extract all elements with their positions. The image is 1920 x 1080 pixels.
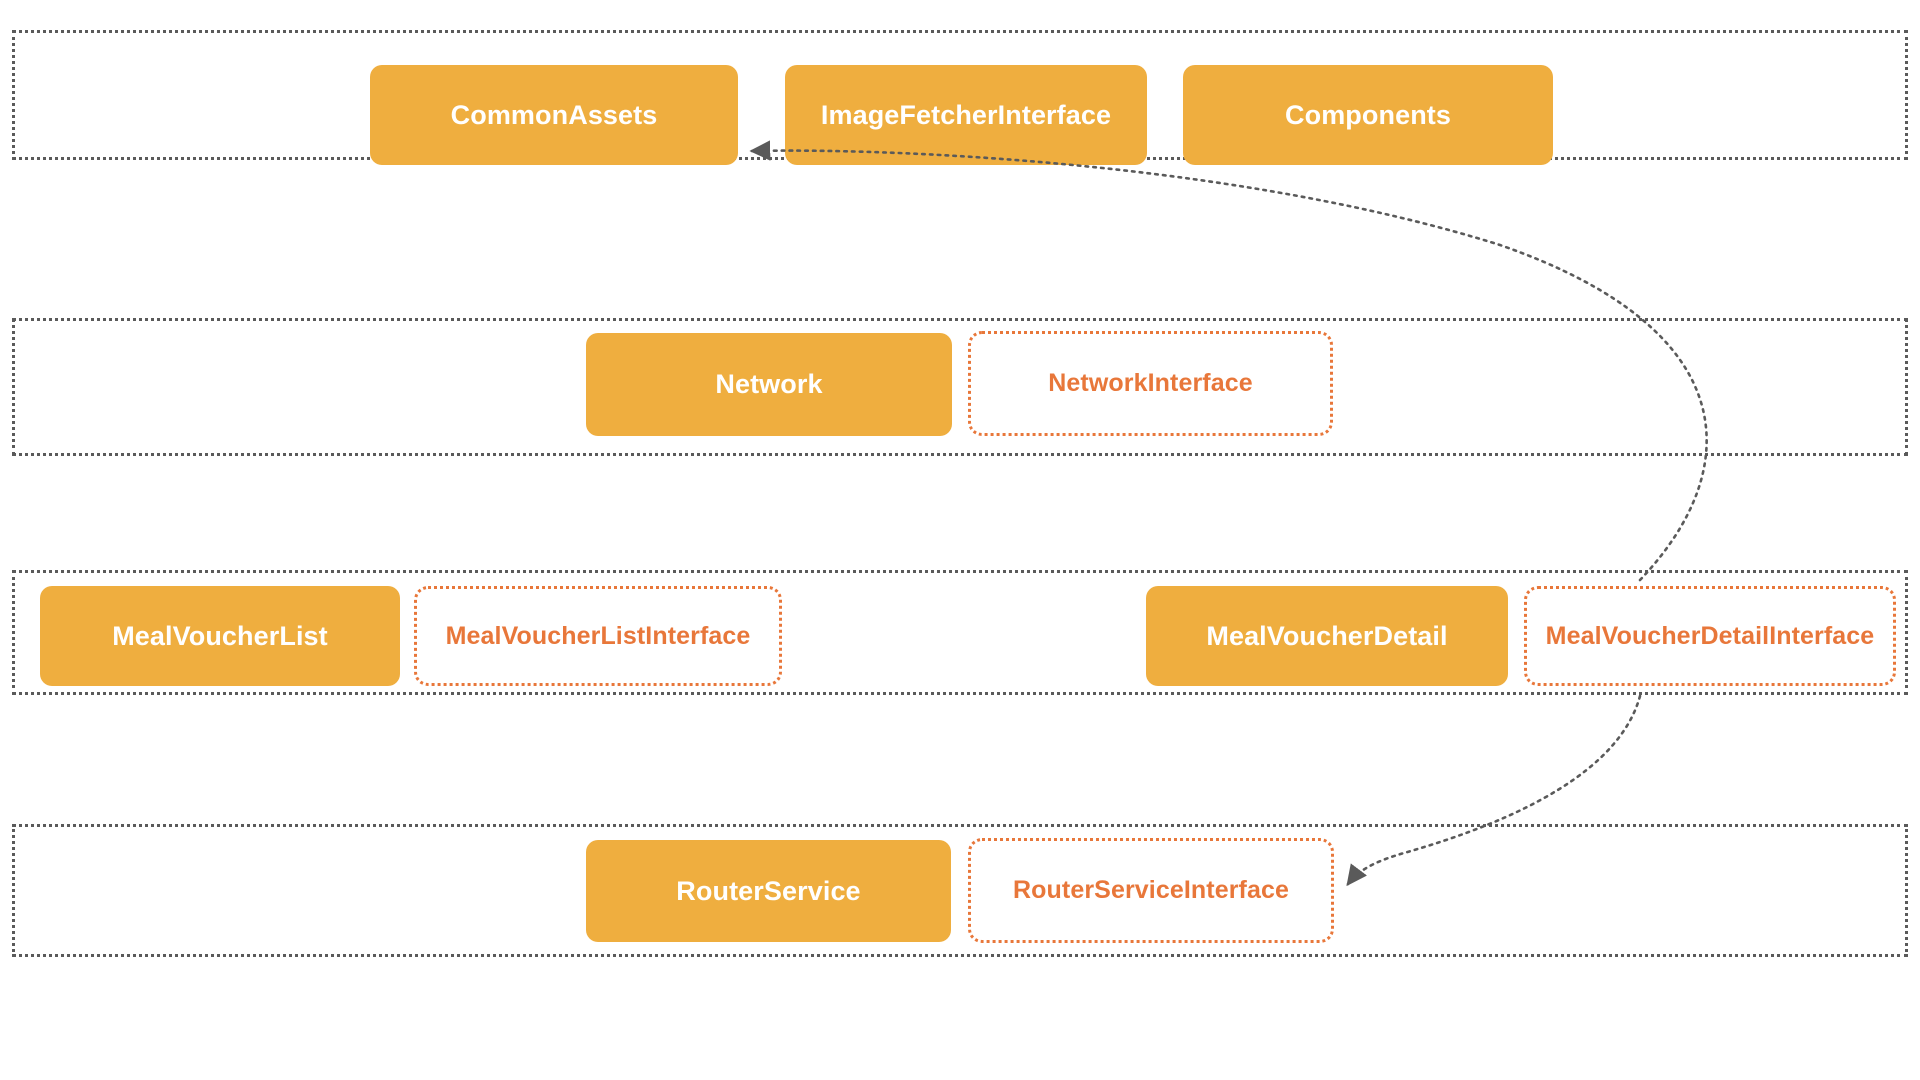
node-label: MealVoucherListInterface (445, 621, 751, 650)
node-mealvoucherdetail[interactable]: MealVoucherDetail (1146, 586, 1508, 686)
node-label: RouterService (676, 875, 861, 906)
node-label: Network (715, 369, 823, 399)
node-components[interactable]: Components (1183, 65, 1553, 165)
node-label: Components (1285, 99, 1451, 130)
node-mealvoucherlistinterface[interactable]: MealVoucherListInterface (414, 586, 782, 686)
node-imagefetcherinterface[interactable]: ImageFetcherInterface (785, 65, 1147, 165)
node-routerserviceinterface[interactable]: RouterServiceInterface (968, 838, 1334, 943)
node-label: NetworkInterface (1048, 369, 1253, 397)
layer-network (12, 318, 1908, 456)
node-label: RouterServiceInterface (1013, 876, 1289, 904)
node-label: MealVoucherDetailInterface (1545, 621, 1875, 650)
node-network[interactable]: Network (586, 333, 952, 436)
node-mealvoucherlist[interactable]: MealVoucherList (40, 586, 400, 686)
node-label: CommonAssets (450, 99, 658, 130)
node-label: MealVoucherList (112, 620, 328, 651)
layer-router (12, 824, 1908, 957)
node-mealvoucherdetailinterface[interactable]: MealVoucherDetailInterface (1524, 586, 1896, 686)
node-label: MealVoucherDetail (1206, 620, 1448, 651)
node-commonassets[interactable]: CommonAssets (370, 65, 738, 165)
node-routerservice[interactable]: RouterService (586, 840, 951, 942)
node-label: ImageFetcherInterface (820, 99, 1112, 130)
node-networkinterface[interactable]: NetworkInterface (968, 331, 1333, 436)
